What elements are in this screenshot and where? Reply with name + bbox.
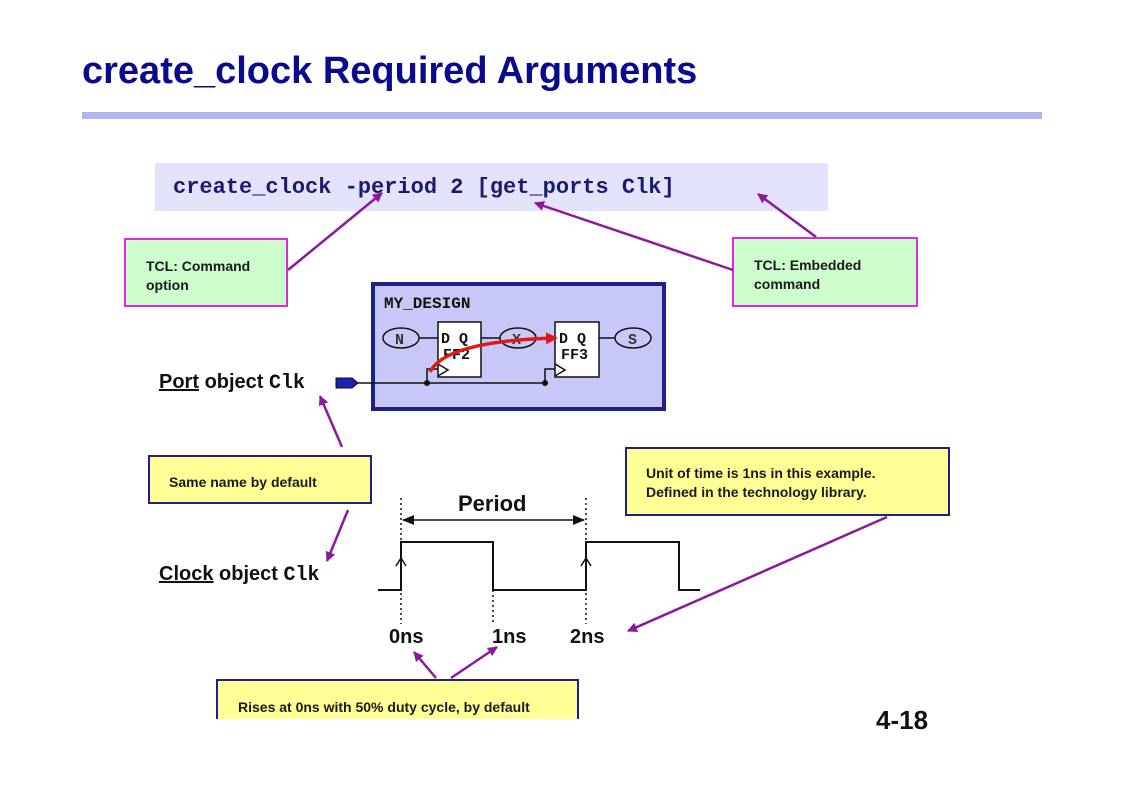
timing-path-arrow bbox=[428, 332, 558, 373]
clock-name: Clk bbox=[283, 564, 320, 587]
ff3-pins: D Q bbox=[559, 331, 586, 348]
wire-junction-2 bbox=[542, 380, 548, 386]
clock-object-label: Clock object Clk bbox=[159, 563, 320, 587]
period-label: Period bbox=[458, 491, 527, 516]
arrow-same-to-clock bbox=[325, 509, 350, 562]
title-divider bbox=[82, 112, 1042, 119]
callout-command-option-text: TCL: Command option bbox=[146, 258, 251, 293]
design-block bbox=[371, 282, 666, 411]
callout-rises-text: Rises at 0ns with 50% duty cycle, by def… bbox=[238, 699, 530, 715]
ff2-pins: D Q bbox=[441, 331, 468, 348]
ff2-name: FF2 bbox=[443, 347, 470, 364]
arrow-unit bbox=[627, 515, 888, 633]
callout-unit-of-time: Unit of time is 1ns in this example. Def… bbox=[625, 447, 950, 516]
ff2-clk-triangle bbox=[437, 363, 450, 377]
port-rest: object bbox=[204, 371, 264, 393]
port-n-oval bbox=[382, 327, 420, 349]
callout-embedded-command: TCL: Embedded command bbox=[732, 237, 918, 307]
clock-rest: object bbox=[219, 563, 278, 585]
port-n-label: N bbox=[395, 332, 404, 349]
design-name: MY_DESIGN bbox=[384, 295, 470, 313]
ff3-box bbox=[554, 321, 600, 378]
port-x-label: X bbox=[512, 332, 521, 349]
tick-1ns: 1ns bbox=[492, 626, 527, 648]
ff3-clk-triangle bbox=[554, 363, 567, 377]
arrow-rises-1ns bbox=[450, 645, 498, 680]
port-object-label: Port object Clk bbox=[159, 371, 305, 395]
arrow-same-to-port bbox=[318, 395, 344, 448]
callout-unit-line1: Unit of time is 1ns in this example. bbox=[646, 465, 876, 481]
callout-embedded-command-text: TCL: Embedded command bbox=[754, 257, 862, 292]
clock-port-symbol bbox=[335, 377, 359, 389]
port-word: Port bbox=[159, 371, 199, 393]
command-line: create_clock -period 2 [get_ports Clk] bbox=[155, 163, 828, 211]
arrow-rises-0ns bbox=[413, 651, 437, 679]
tick-2ns: 2ns bbox=[570, 626, 605, 648]
callout-command-option: TCL: Command option bbox=[124, 238, 288, 307]
slide-title: create_clock Required Arguments bbox=[82, 50, 698, 92]
page-number: 4-18 bbox=[876, 705, 929, 735]
callout-unit-line2: Defined in the technology library. bbox=[646, 484, 867, 500]
clock-waveform bbox=[378, 541, 700, 591]
callout-same-name: Same name by default bbox=[148, 455, 372, 504]
design-wires bbox=[349, 337, 615, 384]
callout-rises: Rises at 0ns with 50% duty cycle, by def… bbox=[216, 679, 579, 719]
tick-0ns: 0ns bbox=[389, 626, 424, 648]
ff3-name: FF3 bbox=[561, 347, 588, 364]
clock-word: Clock bbox=[159, 563, 214, 585]
arrow-embedded-a bbox=[534, 201, 734, 272]
port-x-oval bbox=[499, 327, 537, 349]
callout-same-name-text: Same name by default bbox=[169, 474, 317, 490]
port-name: Clk bbox=[269, 372, 306, 395]
ff2-box bbox=[437, 321, 482, 378]
port-s-oval bbox=[614, 327, 652, 349]
port-s-label: S bbox=[628, 332, 637, 349]
rising-edge-arrows bbox=[395, 556, 592, 567]
wire-junction-1 bbox=[424, 380, 430, 386]
